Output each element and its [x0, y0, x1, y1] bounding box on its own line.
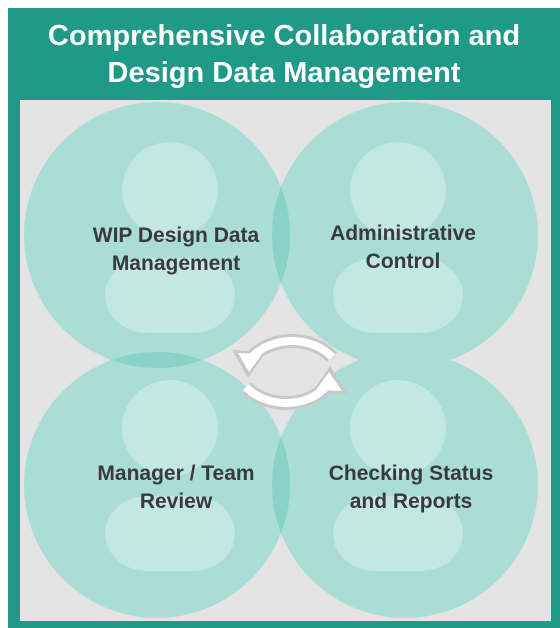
person-icon [105, 380, 235, 571]
person-icon [333, 142, 463, 333]
diagram-frame: Comprehensive Collaboration and Design D… [8, 8, 560, 628]
diagram-panel: WIP Design Data Management Administrativ… [20, 100, 551, 621]
venn-diagram [24, 102, 538, 618]
person-icon [105, 142, 235, 333]
diagram-title: Comprehensive Collaboration and Design D… [8, 18, 560, 92]
person-icon [333, 380, 463, 571]
quadrant-label-wip: WIP Design Data Management [92, 224, 260, 275]
quadrant-label-manager: Manager / Team Review [97, 462, 255, 513]
quadrant-label-admin: Administrative Control [330, 222, 476, 273]
quadrant-label-checking: Checking Status and Reports [328, 462, 494, 513]
title-line-2: Design Data Management [107, 57, 461, 89]
title-line-1: Comprehensive Collaboration and [47, 20, 521, 52]
cycle-arrows-icon [232, 334, 348, 410]
